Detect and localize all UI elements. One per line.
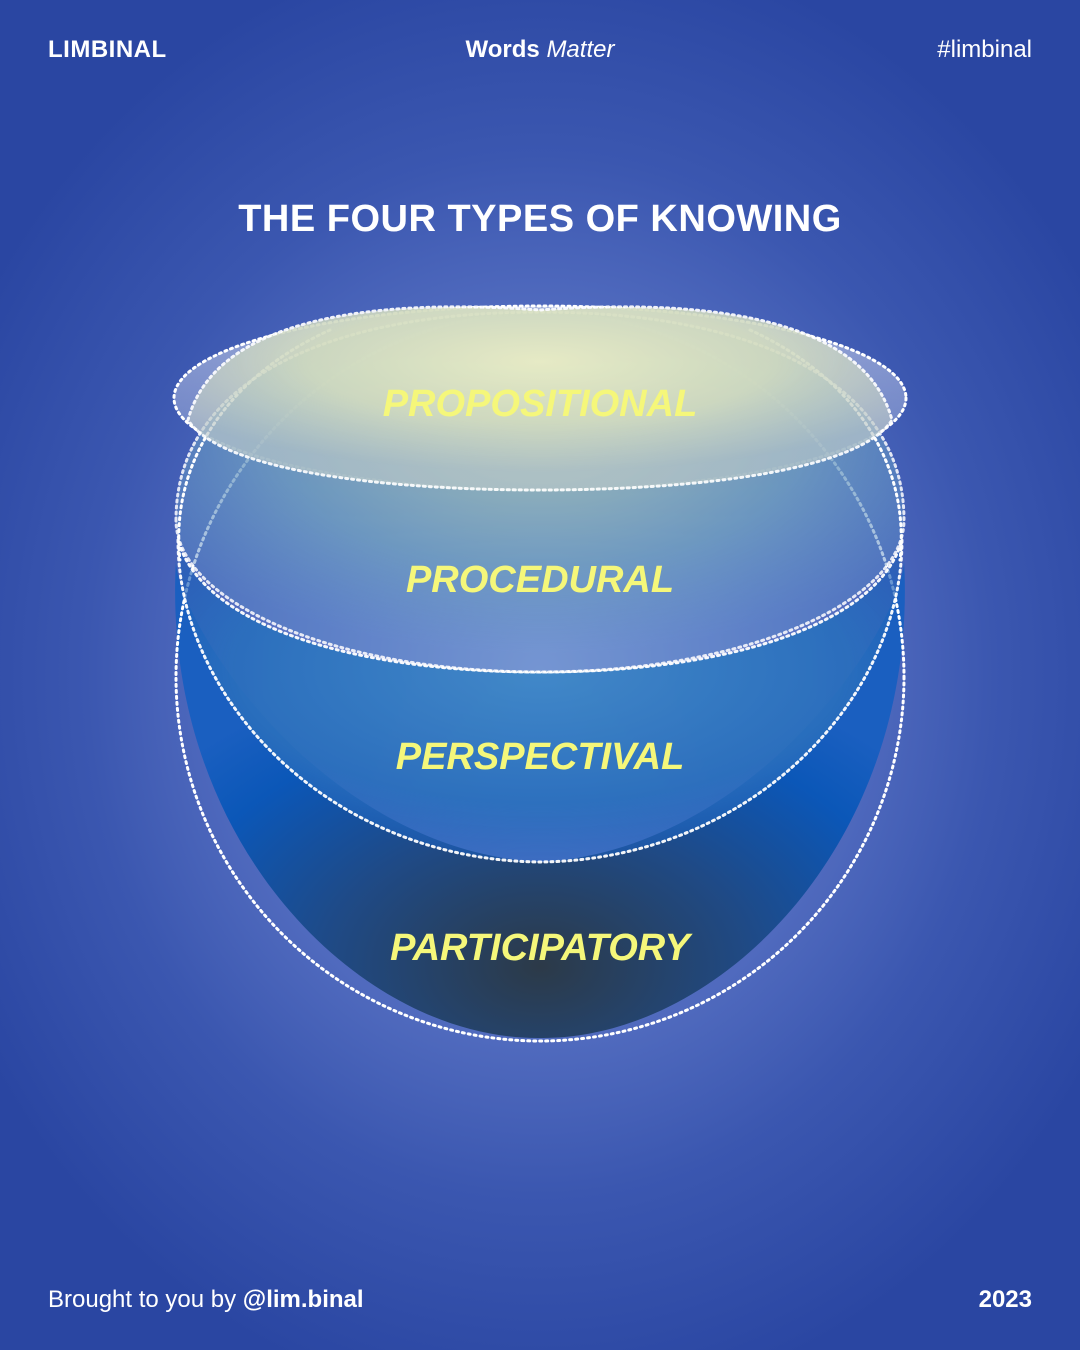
series-name: Words Matter bbox=[0, 36, 1080, 64]
series-bold: Words bbox=[465, 36, 540, 63]
layer-label-perspectival: PERSPECTIVAL bbox=[396, 736, 685, 778]
credit-prefix: Brought to you by bbox=[48, 1286, 237, 1313]
layer-label-participatory: PARTICIPATORY bbox=[390, 927, 693, 969]
author-handle: @lim.binal bbox=[242, 1286, 364, 1313]
hashtag: #limbinal bbox=[937, 36, 1032, 63]
layer-propositional-shape bbox=[186, 305, 894, 492]
year-label: 2023 bbox=[978, 1286, 1032, 1313]
layer-label-propositional: PROPOSITIONAL bbox=[383, 383, 698, 425]
series-italic: Matter bbox=[546, 36, 615, 63]
layer-participatory-shape bbox=[175, 560, 905, 1039]
credit-line: Brought to you by @lim.binal bbox=[48, 1286, 364, 1314]
layer-perspectival-shape bbox=[176, 539, 904, 864]
brand-name: LIMBINAL bbox=[48, 36, 167, 63]
layer-label-procedural: PROCEDURAL bbox=[406, 559, 674, 601]
page-title: THE FOUR TYPES OF KNOWING bbox=[238, 198, 842, 240]
